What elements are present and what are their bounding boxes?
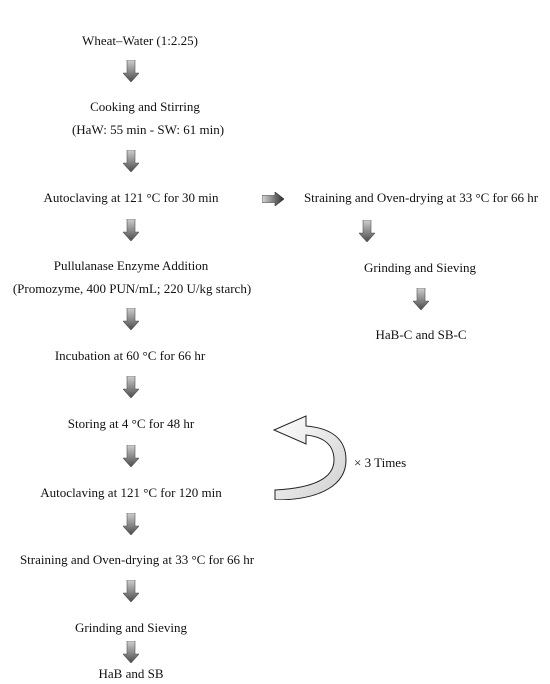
right-step-grinding-sieving: Grinding and Sieving (364, 260, 476, 275)
repeat-cycle-arrow-icon (270, 408, 350, 500)
step-pullulanase-addition: Pullulanase Enzyme Addition (53, 258, 209, 273)
step-autoclaving-30: Autoclaving at 121 °C for 30 min (43, 190, 219, 205)
down-arrow-icon (123, 641, 139, 663)
step-cooking-stirring: Cooking and Stirring (90, 99, 200, 114)
right-step-straining-drying: Straining and Oven-drying at 33 °C for 6… (303, 190, 539, 205)
step-grinding-sieving: Grinding and Sieving (75, 620, 187, 635)
down-arrow-icon (123, 60, 139, 82)
step-pullulanase-details: (Promozyme, 400 PUN/mL; 220 U/kg starch) (12, 281, 252, 296)
step-incubation: Incubation at 60 °C for 66 hr (54, 348, 206, 363)
step-cooking-times: (HaW: 55 min - SW: 61 min) (71, 122, 225, 137)
down-arrow-icon (123, 580, 139, 602)
repeat-count-label: × 3 Times (354, 455, 407, 470)
down-arrow-icon (123, 219, 139, 241)
product-hab-c-sb-c: HaB-C and SB-C (375, 327, 467, 342)
right-arrow-icon (262, 192, 284, 206)
down-arrow-icon (123, 308, 139, 330)
step-autoclaving-120: Autoclaving at 121 °C for 120 min (40, 485, 222, 500)
down-arrow-icon (123, 150, 139, 172)
down-arrow-icon (123, 445, 139, 467)
down-arrow-icon (123, 376, 139, 398)
step-wheat-water: Wheat–Water (1:2.25) (82, 33, 198, 48)
step-storing: Storing at 4 °C for 48 hr (67, 416, 195, 431)
down-arrow-icon (123, 513, 139, 535)
product-hab-sb: HaB and SB (98, 666, 164, 681)
down-arrow-icon (413, 288, 429, 310)
down-arrow-icon (359, 220, 375, 242)
step-straining-drying: Straining and Oven-drying at 33 °C for 6… (19, 552, 255, 567)
